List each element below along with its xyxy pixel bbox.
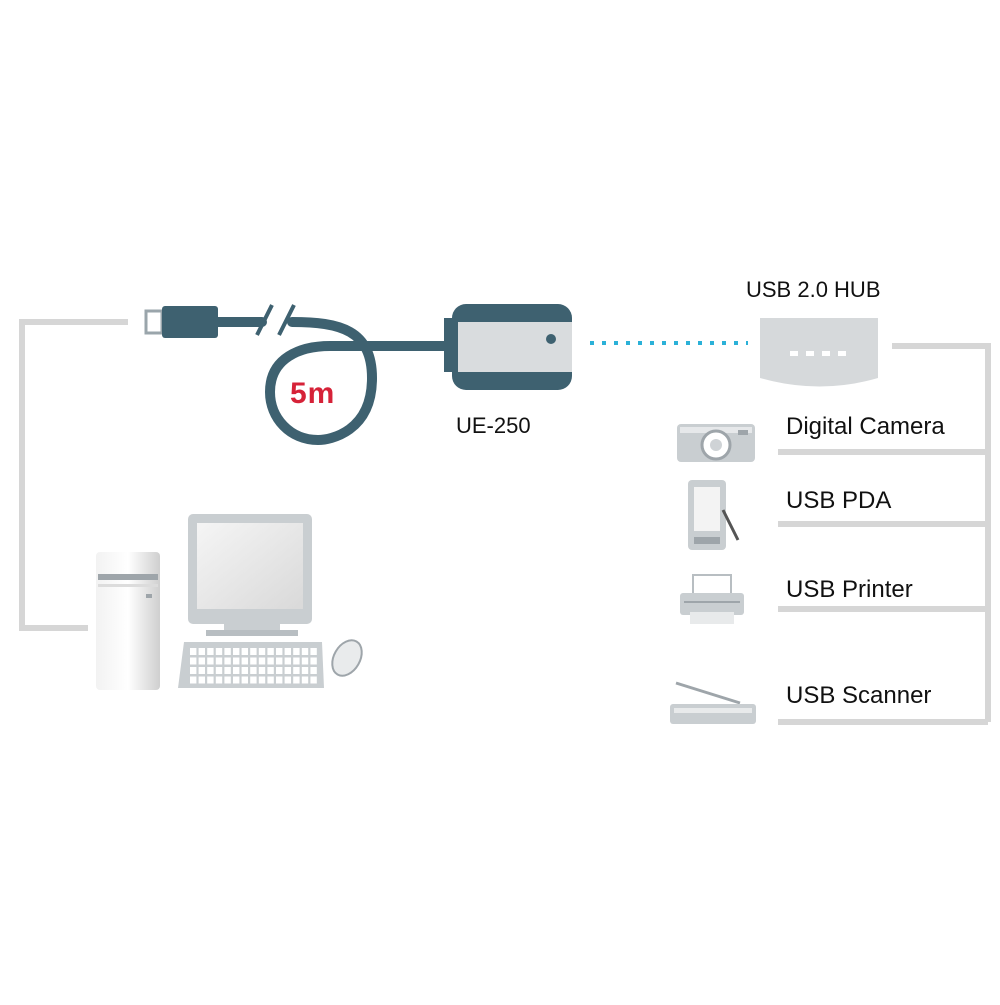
keyboard-key xyxy=(293,667,300,674)
keyboard-key xyxy=(301,648,309,655)
extender-model-label: UE-250 xyxy=(456,413,531,438)
pc-keyboard xyxy=(178,642,324,688)
keyboard-key xyxy=(258,667,266,674)
device-label-scanner: USB Scanner xyxy=(786,682,932,709)
hub-label: USB 2.0 HUB xyxy=(746,277,881,302)
pc-connection-line xyxy=(19,319,128,631)
scanner-icon xyxy=(670,681,756,724)
keyboard-key xyxy=(267,648,274,655)
keyboard-key xyxy=(224,667,231,674)
keyboard-key xyxy=(276,657,283,665)
keyboard-key xyxy=(241,657,248,665)
keyboard-key xyxy=(258,676,266,684)
device-label-camera: Digital Camera xyxy=(786,413,945,440)
keyboard-key xyxy=(215,648,223,655)
keyboard-key xyxy=(198,676,205,684)
keyboard-key xyxy=(190,676,197,684)
keyboard-key xyxy=(301,676,309,684)
pc-tower xyxy=(96,552,160,690)
keyboard-key xyxy=(267,657,274,665)
keyboard-key xyxy=(233,648,240,655)
keyboard-key xyxy=(276,667,283,674)
usb-hub-device xyxy=(760,318,878,387)
keyboard-key xyxy=(250,648,257,655)
keyboard-key xyxy=(207,657,214,665)
keyboard-key xyxy=(301,657,309,665)
keyboard-key xyxy=(310,676,317,684)
keyboard-key xyxy=(284,676,291,684)
keyboard-key xyxy=(215,667,223,674)
keyboard-key xyxy=(250,676,257,684)
hub-device-connectors xyxy=(778,343,991,725)
keyboard-key xyxy=(241,676,248,684)
keyboard-key xyxy=(284,657,291,665)
keyboard-key xyxy=(250,657,257,665)
keyboard-key xyxy=(310,648,317,655)
keyboard-key xyxy=(190,648,197,655)
keyboard-key xyxy=(267,676,274,684)
pc-mouse xyxy=(331,639,363,677)
keyboard-key xyxy=(284,667,291,674)
pda-icon xyxy=(688,480,740,550)
keyboard-key xyxy=(276,648,283,655)
keyboard-key xyxy=(207,667,214,674)
cable-length-label: 5m xyxy=(290,377,336,410)
keyboard-key xyxy=(293,657,300,665)
keyboard-key xyxy=(215,657,223,665)
keyboard-key xyxy=(276,676,283,684)
keyboard-key xyxy=(293,676,300,684)
keyboard-key xyxy=(224,648,231,655)
keyboard-key xyxy=(310,667,317,674)
device-label-printer: USB Printer xyxy=(786,576,913,603)
keyboard-key xyxy=(207,676,214,684)
extension-cable xyxy=(213,317,449,446)
keyboard-key xyxy=(190,657,197,665)
status-led xyxy=(546,334,556,344)
keyboard-key xyxy=(198,657,205,665)
keyboard-key xyxy=(198,648,205,655)
keyboard-key xyxy=(233,676,240,684)
keyboard-key xyxy=(258,657,266,665)
usb-plug xyxy=(144,306,218,338)
keyboard-key xyxy=(207,648,214,655)
keyboard-key xyxy=(190,667,197,674)
ue250-device xyxy=(444,304,572,390)
device-label-pda: USB PDA xyxy=(786,487,892,514)
keyboard-key xyxy=(250,667,257,674)
printer-icon xyxy=(680,574,744,624)
keyboard-key xyxy=(198,667,205,674)
keyboard-key xyxy=(284,648,291,655)
keyboard-key xyxy=(233,657,240,665)
keyboard-key xyxy=(241,648,248,655)
keyboard-key xyxy=(215,676,223,684)
keyboard-key xyxy=(241,667,248,674)
keyboard-key xyxy=(258,648,266,655)
keyboard-key xyxy=(233,667,240,674)
pc-monitor xyxy=(188,514,312,636)
keyboard-key xyxy=(267,667,274,674)
keyboard-key xyxy=(301,667,309,674)
cable-break-marks xyxy=(255,304,296,336)
keyboard-key xyxy=(310,657,317,665)
keyboard-key xyxy=(293,648,300,655)
keyboard-key xyxy=(224,676,231,684)
camera-icon xyxy=(677,424,755,462)
keyboard-key xyxy=(224,657,231,665)
